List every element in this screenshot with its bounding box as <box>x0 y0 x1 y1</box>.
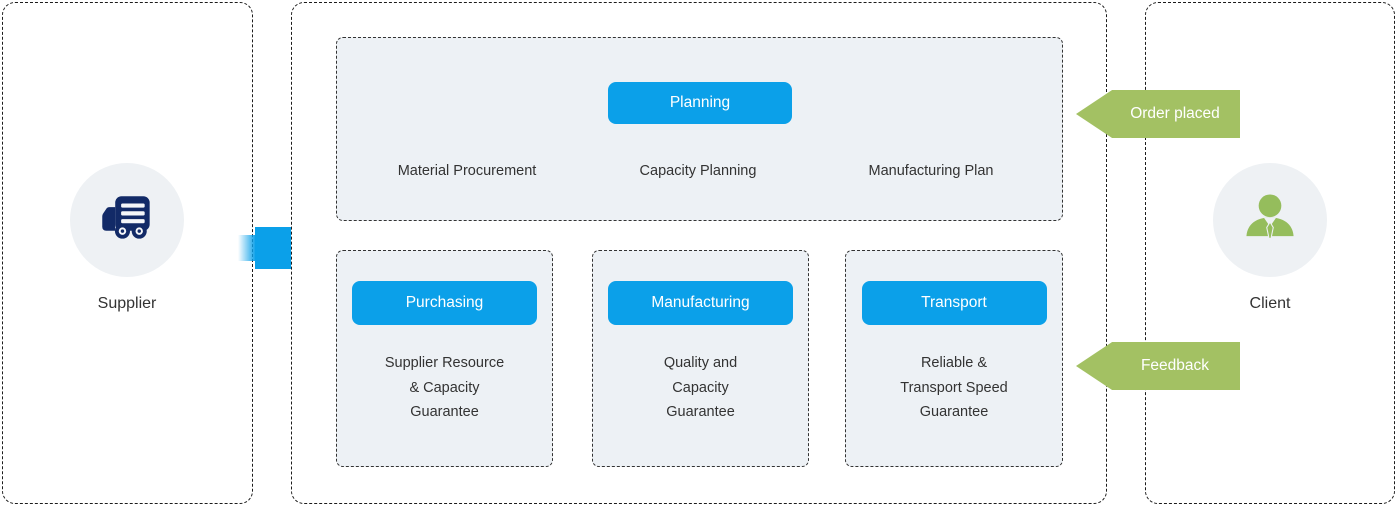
planning-item-material-procurement: Material Procurement <box>397 163 537 179</box>
manufacturing-line-1: Quality and <box>663 355 738 371</box>
transport-description: Reliable & Transport Speed Guarantee <box>846 351 1062 425</box>
transport-line-3: Guarantee <box>919 404 989 420</box>
supplier-label: Supplier <box>97 295 157 312</box>
feedback-label: Feedback <box>1140 357 1210 374</box>
purchasing-line-2: & Capacity <box>409 379 480 396</box>
purchasing-box: Purchasing Supplier Resource & Capacity … <box>336 250 553 467</box>
truck-icon <box>98 189 156 252</box>
order-placed-banner: Order placed <box>1076 90 1240 138</box>
purchasing-button[interactable]: Purchasing <box>352 281 537 325</box>
planning-section <box>336 37 1063 221</box>
planning-item-capacity-planning: Capacity Planning <box>639 163 757 179</box>
client-label: Client <box>1249 295 1291 312</box>
transport-line-1: Reliable & <box>920 355 988 371</box>
feedback-banner: Feedback <box>1076 342 1240 390</box>
transport-box: Transport Reliable & Transport Speed Gua… <box>845 250 1063 467</box>
manufacturing-box: Manufacturing Quality and Capacity Guara… <box>592 250 809 467</box>
planning-item-manufacturing-plan: Manufacturing Plan <box>868 163 994 179</box>
order-placed-label: Order placed <box>1130 105 1220 122</box>
transport-line-2: Transport Speed <box>900 379 1008 396</box>
manufacturing-button[interactable]: Manufacturing <box>608 281 793 325</box>
planning-button[interactable]: Planning <box>608 82 792 124</box>
purchasing-description: Supplier Resource & Capacity Guarantee <box>337 351 552 425</box>
manufacturing-line-2: Capacity <box>672 379 729 396</box>
person-icon <box>1241 189 1299 252</box>
manufacturing-line-3: Guarantee <box>666 404 735 420</box>
supplier-avatar <box>70 163 184 277</box>
client-avatar <box>1213 163 1327 277</box>
manufacturing-description: Quality and Capacity Guarantee <box>593 351 808 425</box>
transport-button[interactable]: Transport <box>861 281 1047 325</box>
purchasing-line-3: Guarantee <box>410 404 479 420</box>
purchasing-line-1: Supplier Resource <box>384 355 505 371</box>
